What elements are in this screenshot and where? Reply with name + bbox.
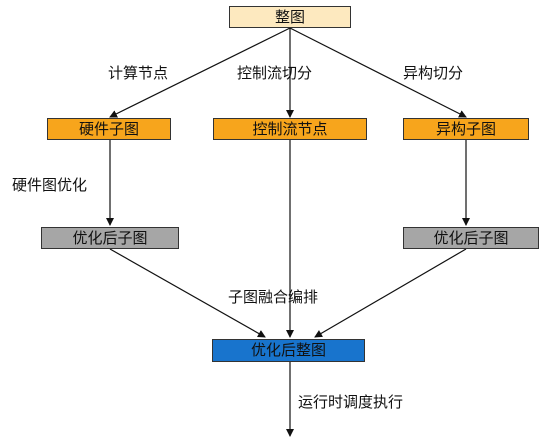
label-subgraph-fusion: 子图融合编排 — [228, 288, 319, 306]
node-optimized-subgraph-right: 优化后子图 — [403, 227, 539, 249]
label-hardware-graph-opt: 硬件图优化 — [12, 176, 88, 194]
node-hardware-subgraph: 硬件子图 — [47, 118, 171, 140]
node-optimized-whole-graph: 优化后整图 — [212, 339, 365, 362]
edge-optimized-left-to-final — [109, 248, 266, 338]
node-optimized-subgraph-left: 优化后子图 — [41, 227, 179, 249]
edge-optimized-right-to-final — [314, 248, 467, 338]
node-control-flow: 控制流节点 — [213, 118, 367, 140]
label-runtime-schedule: 运行时调度执行 — [298, 393, 404, 411]
label-compute-node: 计算节点 — [108, 64, 169, 82]
label-control-flow-split: 控制流切分 — [237, 64, 313, 82]
label-heterogeneous-split: 异构切分 — [403, 64, 464, 82]
edge-whole-to-heterogeneous — [289, 27, 467, 118]
edge-whole-to-hardware — [109, 27, 291, 118]
node-whole-graph: 整图 — [229, 6, 351, 28]
node-heterogeneous-subgraph: 异构子图 — [403, 118, 529, 140]
